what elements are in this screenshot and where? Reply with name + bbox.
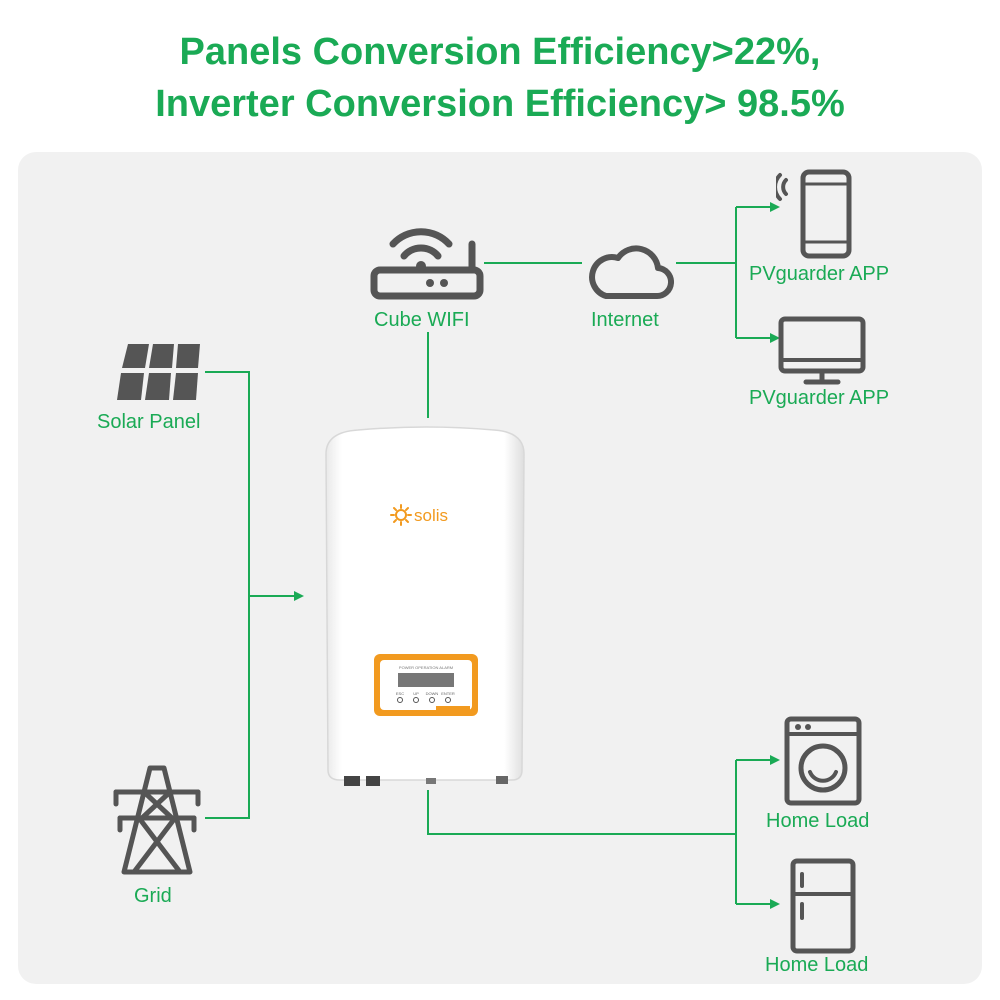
washing-machine-icon (784, 716, 862, 806)
arrow-inverter (294, 591, 304, 601)
router-icon (370, 228, 484, 300)
pylon-icon (113, 765, 201, 875)
label-home-load-fridge: Home Load (765, 954, 869, 976)
label-cube-wifi: Cube WIFI (374, 309, 470, 331)
label-app-desktop: PVguarder APP (749, 387, 890, 409)
label-grid: Grid (134, 885, 172, 907)
arrow-phone (770, 202, 780, 212)
label-internet: Internet (591, 309, 659, 331)
monitor-icon (778, 316, 866, 385)
label-solar-panel: Solar Panel (97, 411, 201, 433)
smartphone-icon (776, 169, 852, 259)
solis-logo (390, 504, 412, 526)
btn-esc-label: ESC (396, 691, 404, 696)
lcd-header: POWER OPERATION ALARM (399, 665, 453, 670)
arrow-desktop (770, 333, 780, 343)
headline-panels-efficiency: Panels Conversion Efficiency>22%, (179, 31, 821, 73)
solar-panel-icon (117, 344, 200, 400)
arrow-fridge (770, 899, 780, 909)
label-home-load-washer: Home Load (766, 810, 870, 832)
fridge-icon (790, 858, 856, 954)
line-inverter-loads (427, 790, 736, 835)
btn-down-label: DOWN (426, 691, 439, 696)
inverter-image: solis POWER OPERATION ALARM ESC UP DOWN … (325, 426, 525, 786)
btn-up-label: UP (413, 691, 419, 696)
headline-inverter-efficiency: Inverter Conversion Efficiency> 98.5% (155, 83, 845, 125)
line-solar (205, 371, 250, 819)
label-app-phone: PVguarder APP (749, 263, 890, 285)
inverter-brand: solis (414, 506, 448, 525)
cloud-icon (589, 245, 674, 300)
arrow-washer (770, 755, 780, 765)
btn-enter-label: ENTER (441, 691, 455, 696)
